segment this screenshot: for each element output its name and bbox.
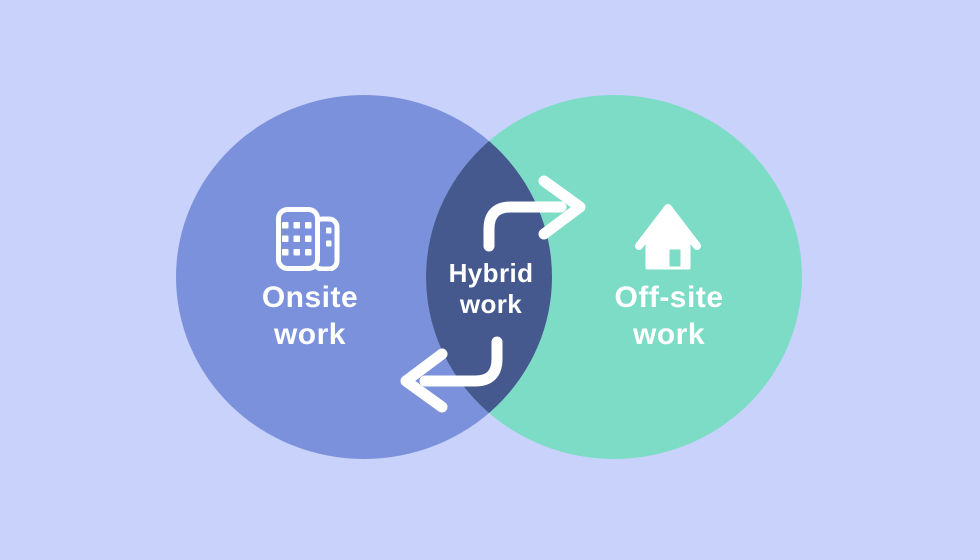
onsite-work-label: Onsite work	[262, 279, 358, 353]
arrow-right-curved-icon	[483, 175, 586, 252]
house-icon	[635, 204, 701, 270]
building-icon	[276, 207, 340, 271]
hybrid-work-label: Hybrid work	[449, 258, 534, 320]
offsite-label-line1: Off-site	[614, 281, 724, 314]
hybrid-label-line1: Hybrid	[448, 258, 534, 288]
offsite-label-line2: work	[632, 318, 706, 351]
arrow-left-curved-icon	[400, 336, 503, 413]
overlap-region	[426, 95, 552, 459]
hybrid-label-line2: work	[459, 289, 523, 319]
onsite-label-line1: Onsite	[261, 281, 359, 314]
onsite-label-line2: work	[273, 318, 347, 351]
offsite-work-label: Off-site work	[615, 279, 724, 353]
